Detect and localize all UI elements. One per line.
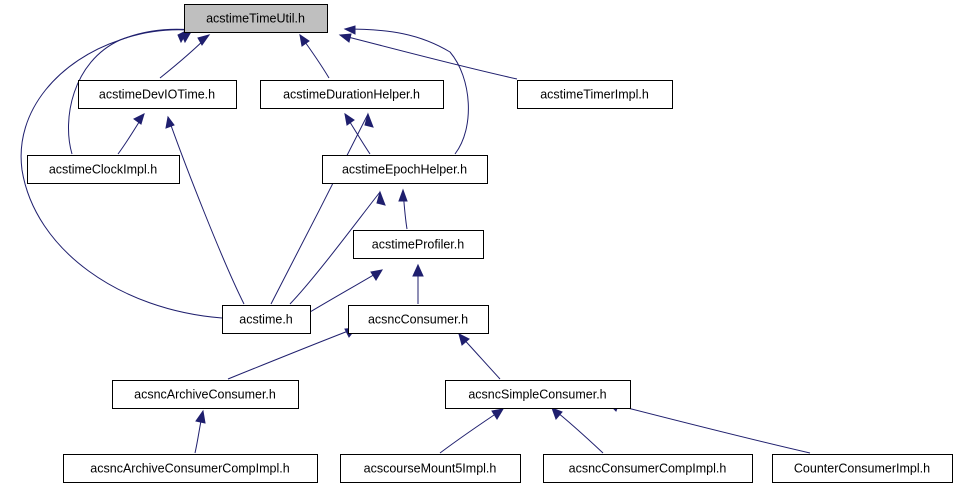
dependency-edge (159, 34, 211, 79)
arrowhead-icon (364, 112, 374, 128)
node-box[interactable] (78, 80, 237, 109)
node-label: acstimeDurationHelper.h (283, 87, 420, 101)
node-label: acscourseMount5Impl.h (364, 461, 497, 475)
nodes-layer: acstimeTimeUtil.h acstimeDevIOTime.h acsti… (27, 4, 953, 483)
graph-node-counterconsumerimpl[interactable]: CounterConsumerImpl.h (772, 454, 953, 483)
node-label: acsncArchiveConsumer.h (134, 387, 276, 401)
edge-line (344, 28, 469, 155)
node-box[interactable] (445, 380, 631, 409)
graph-node-acstimetimerimpl[interactable]: acstimeTimerImpl.h (517, 80, 673, 109)
arrowhead-icon (195, 409, 206, 424)
graph-node-acstimeprofiler[interactable]: acstimeProfiler.h (353, 230, 484, 259)
node-label: acstimeEpochHelper.h (342, 162, 467, 176)
arrowhead-icon (551, 407, 563, 420)
node-label: acstimeDevIOTime.h (99, 87, 215, 101)
edge-line (20, 29, 223, 319)
node-label: acsncArchiveConsumerCompImpl.h (90, 461, 289, 475)
edge-line (227, 327, 357, 380)
graph-node-acstime[interactable]: acstime.h (222, 305, 311, 334)
node-box[interactable] (112, 380, 299, 409)
node-label: acstimeClockImpl.h (49, 162, 157, 176)
dependency-edge (309, 269, 383, 313)
node-box[interactable] (517, 80, 673, 109)
dependency-edge (117, 113, 145, 155)
node-label: CounterConsumerImpl.h (794, 461, 930, 475)
arrowhead-icon (133, 113, 145, 125)
dependency-edge (343, 25, 469, 155)
node-box[interactable] (260, 80, 444, 109)
arrowhead-icon (338, 33, 352, 43)
edge-line (167, 116, 245, 305)
node-label: acstime.h (239, 312, 293, 326)
dependency-edge (338, 33, 518, 80)
graph-node-acstimeepochhelper[interactable]: acstimeEpochHelper.h (322, 155, 488, 184)
graph-node-acstimedurationhelper[interactable]: acstimeDurationHelper.h (260, 80, 444, 109)
arrowhead-icon (343, 25, 356, 35)
node-label: acsncConsumer.h (368, 312, 468, 326)
dependency-edge (458, 333, 501, 380)
edge-line (439, 408, 504, 454)
dependency-edge (299, 33, 330, 79)
node-box[interactable] (772, 454, 953, 483)
node-box[interactable] (543, 454, 753, 483)
graph-node-acsncconsumercompimpl[interactable]: acsncConsumerCompImpl.h (543, 454, 753, 483)
arrowhead-icon (491, 408, 504, 420)
node-label: acstimeProfiler.h (372, 237, 464, 251)
edge-line (289, 191, 381, 305)
arrowhead-icon (412, 263, 424, 277)
dependency-edge (227, 327, 358, 380)
node-box[interactable] (184, 4, 328, 33)
graph-node-acsncarchiveconsumercompimpl[interactable]: acsncArchiveConsumerCompImpl.h (63, 454, 318, 483)
edge-line (270, 113, 369, 305)
arrowhead-icon (344, 112, 355, 126)
node-box[interactable] (63, 454, 318, 483)
node-box[interactable] (322, 155, 488, 184)
edge-line (339, 34, 518, 80)
dependency-edge (439, 408, 504, 454)
node-label: acsncSimpleConsumer.h (468, 387, 606, 401)
dependency-edge (165, 115, 245, 305)
arrowhead-icon (458, 333, 470, 346)
node-label: acsncConsumerCompImpl.h (569, 461, 727, 475)
arrowhead-icon (197, 34, 211, 46)
graph-node-acstimedeviotime[interactable]: acstimeDevIOTime.h (78, 80, 237, 109)
arrowhead-icon (165, 115, 175, 129)
node-label: acstimeTimerImpl.h (540, 87, 649, 101)
dependency-edge (289, 190, 386, 305)
node-box[interactable] (340, 454, 521, 483)
node-label: acstimeTimeUtil.h (206, 11, 305, 25)
graph-node-acscoursemount5impl[interactable]: acscourseMount5Impl.h (340, 454, 521, 483)
graph-node-acsncsimpleconsumer[interactable]: acsncSimpleConsumer.h (445, 380, 631, 409)
graph-node-acstimetimeutil[interactable]: acstimeTimeUtil.h (184, 4, 328, 33)
node-box[interactable] (353, 230, 484, 259)
dependency-edge (194, 409, 206, 454)
graph-node-acstimeclockimpl[interactable]: acstimeClockImpl.h (27, 155, 180, 184)
dependency-edge (551, 407, 604, 454)
dependency-edge (398, 188, 408, 230)
node-box[interactable] (348, 305, 489, 334)
arrowhead-icon (376, 190, 386, 206)
node-box[interactable] (222, 305, 311, 334)
edge-line (67, 28, 193, 155)
dependency-edge (270, 112, 374, 305)
graph-node-acsncconsumer[interactable]: acsncConsumer.h (348, 305, 489, 334)
arrowhead-icon (370, 269, 383, 281)
arrowhead-icon (299, 33, 310, 47)
dependency-edge (412, 263, 424, 304)
node-box[interactable] (27, 155, 180, 184)
graph-node-acsncarchiveconsumer[interactable]: acsncArchiveConsumer.h (112, 380, 299, 409)
dependency-edge (606, 402, 811, 454)
edge-line (607, 402, 811, 454)
arrowhead-icon (398, 188, 408, 202)
